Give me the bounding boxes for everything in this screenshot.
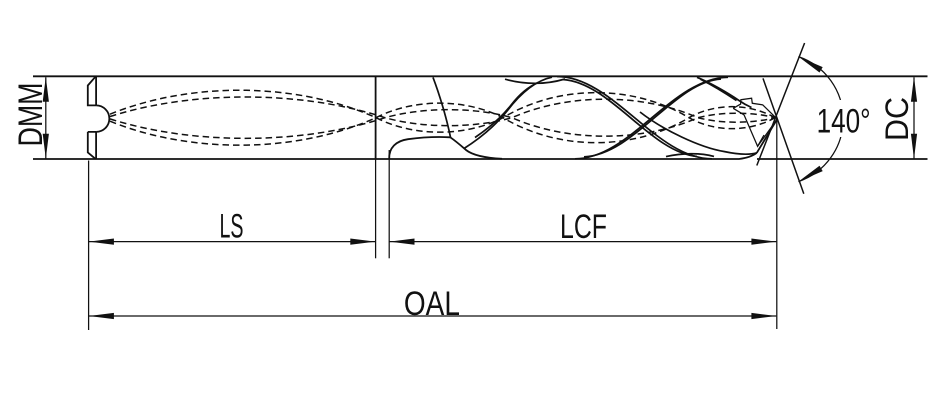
svg-text:DMM: DMM	[12, 83, 50, 147]
svg-text:DC: DC	[879, 97, 915, 141]
svg-text:OAL: OAL	[404, 285, 460, 323]
svg-text:LS: LS	[220, 208, 244, 246]
svg-text:LCF: LCF	[560, 208, 607, 246]
svg-text:140°: 140°	[817, 103, 871, 141]
